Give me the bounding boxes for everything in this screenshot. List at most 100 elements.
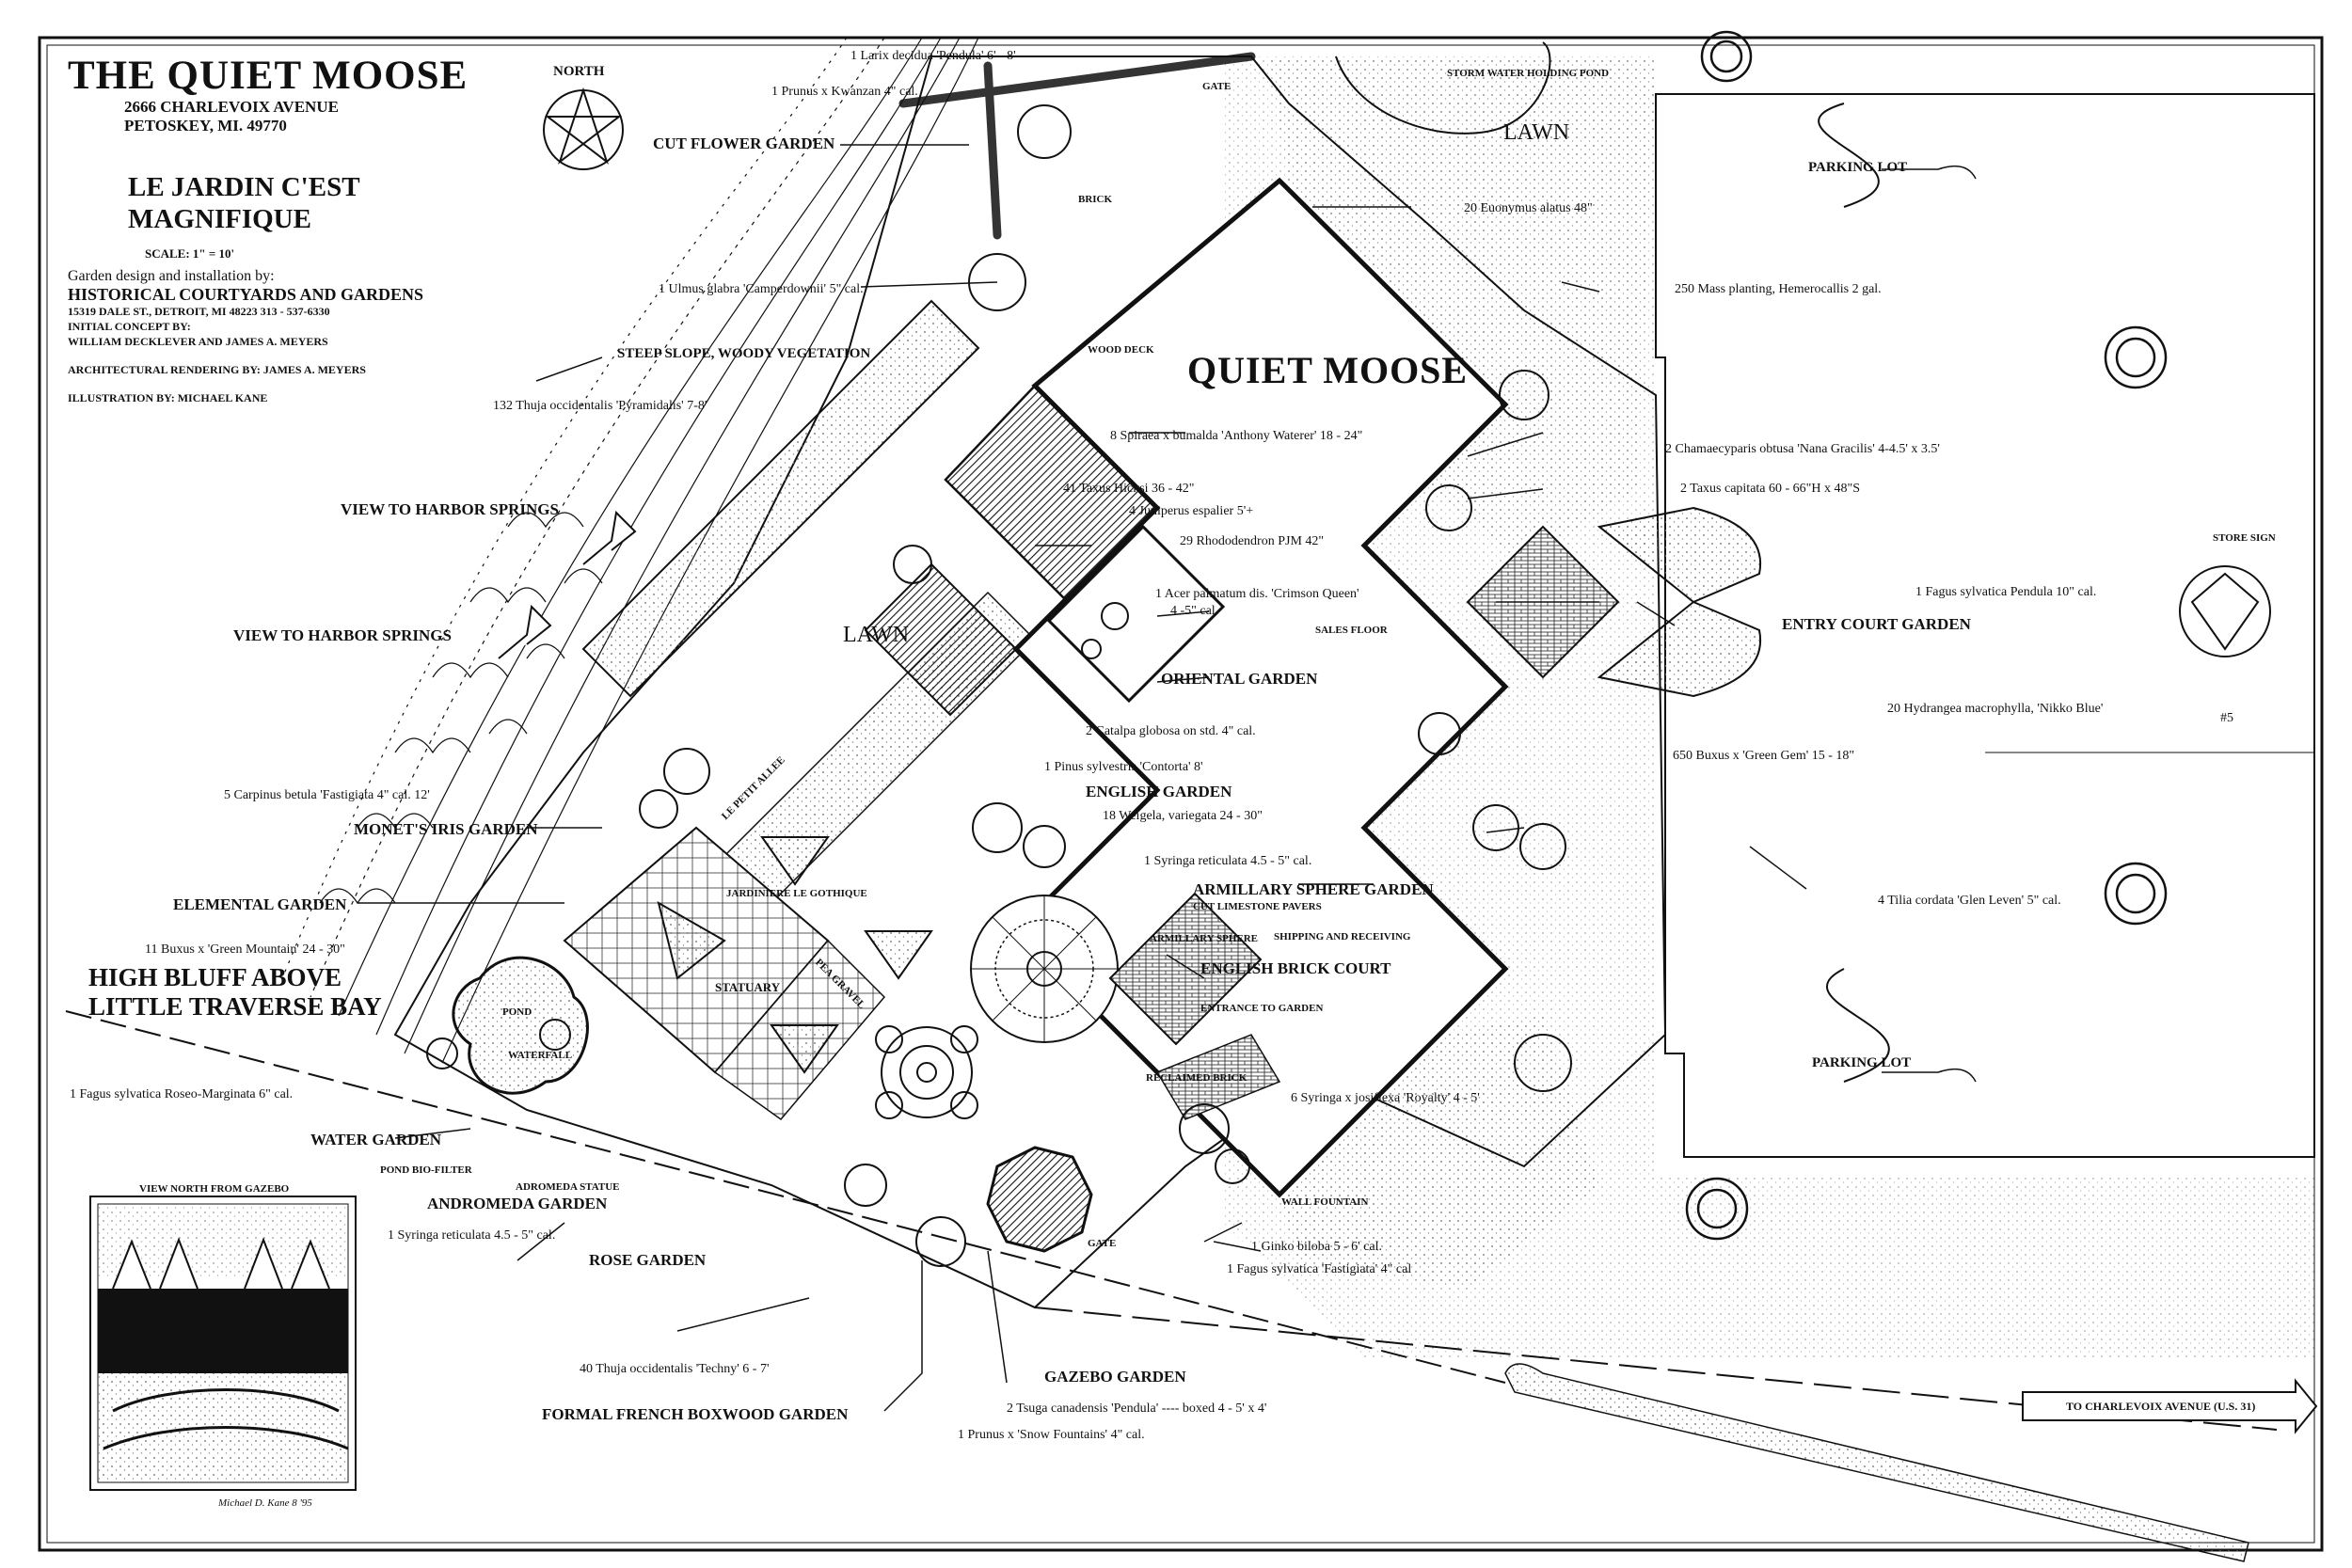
leader-lines [358, 144, 1977, 1412]
label-wall-fountain: WALL FOUNTAIN [1281, 1196, 1369, 1208]
label-elemental-garden: ELEMENTAL GARDEN [173, 895, 347, 913]
label-shipping: SHIPPING AND RECEIVING [1274, 931, 1411, 942]
slope-contours [281, 37, 979, 1064]
building-name: QUIET MOOSE [1187, 349, 1469, 391]
label-gate-bottom: GATE [1088, 1238, 1117, 1249]
label-sales-floor: SALES FLOOR [1315, 625, 1388, 636]
plant-prunus-kwanzan: 1 Prunus x Kwanzan 4" cal. [771, 85, 918, 99]
plant-sign-number: #5 [2220, 711, 2233, 725]
title-block: THE QUIET MOOSE 2666 CHARLEVOIX AVENUE P… [68, 55, 557, 405]
bluff-line [65, 1010, 1506, 1384]
label-brick: BRICK [1078, 194, 1113, 205]
firm-name: HISTORICAL COURTYARDS AND GARDENS [68, 285, 423, 304]
label-entrance: ENTRANCE TO GARDEN [1200, 1003, 1324, 1014]
road-hedge [1504, 1363, 2249, 1562]
gazebo [986, 1146, 1093, 1253]
plant-fagus-fastigiata: 1 Fagus sylvatica 'Fastigiata' 4" cal [1227, 1262, 1412, 1276]
plant-taxus-hicksi: 41 Taxus Hicksi 36 - 42" [1063, 482, 1195, 496]
plant-taxus-capitata: 2 Taxus capitata 60 - 66"H x 48"S [1680, 482, 1860, 496]
label-english-brick-court: ENGLISH BRICK COURT [1200, 959, 1391, 977]
pond [452, 956, 589, 1095]
label-lawn-mid: LAWN [843, 623, 910, 647]
concept-label: INITIAL CONCEPT BY: [68, 320, 191, 333]
rendering-credit: ARCHITECTURAL RENDERING BY: JAMES A. MEY… [68, 363, 366, 376]
concept-names: WILLIAM DECKLEVER AND JAMES A. MEYERS [68, 335, 328, 348]
plant-tilia: 4 Tilia cordata 'Glen Leven' 5" cal. [1878, 894, 2061, 908]
plant-euonymus: 20 Euonymus alatus 48" [1464, 201, 1593, 215]
wood-deck [944, 384, 1159, 604]
bluff-label: HIGH BLUFF ABOVE LITTLE TRAVERSE BAY [88, 963, 382, 1021]
plant-chamaecyparis: 2 Chamaecyparis obtusa 'Nana Gracilis' 4… [1665, 442, 1940, 456]
oriental-garden-bed [1046, 524, 1226, 704]
plant-rhododendron: 29 Rhododendron PJM 42" [1180, 534, 1325, 548]
label-rose-garden: ROSE GARDEN [589, 1251, 707, 1269]
plant-larix: 1 Larix decidua 'Pendula' 6' - 8' [850, 49, 1016, 63]
label-formal-french-boxwood-garden: FORMAL FRENCH BOXWOOD GARDEN [542, 1405, 849, 1423]
label-storm-pond: STORM WATER HOLDING POND [1447, 68, 1610, 79]
label-parking-lot-2: PARKING LOT [1812, 1055, 1912, 1070]
label-gate-top: GATE [1202, 81, 1232, 92]
parking-lot [1655, 93, 2315, 1158]
store-sign [2179, 565, 2271, 657]
label-andromeda-statue: ADROMEDA STATUE [516, 1181, 620, 1193]
plant-carpinus: 5 Carpinus betula 'Fastigiata 4" cal. 12… [224, 788, 430, 802]
vignette-signature: Michael D. Kane 8 '95 [218, 1497, 312, 1509]
title-subtitle: LE JARDIN C'EST MAGNIFIQUE [128, 172, 360, 234]
plant-pinus: 1 Pinus sylvestris 'Contorta' 8' [1044, 760, 1203, 774]
plant-juniperus: 4 Juniperus espalier 5'+ [1129, 504, 1254, 518]
title-scale: SCALE: 1" = 10' [145, 246, 235, 261]
plant-ginko: 1 Ginko biloba 5 - 6' cal. [1251, 1240, 1382, 1254]
plant-acer-cal: 4 -5" cal. [1170, 604, 1219, 618]
design-by: Garden design and installation by: [68, 268, 275, 284]
plant-prunus-snow: 1 Prunus x 'Snow Fountains' 4" cal. [958, 1428, 1145, 1442]
label-entry-court-garden: ENTRY COURT GARDEN [1782, 615, 1971, 633]
plant-acer: 1 Acer palmatum dis. 'Crimson Queen' [1155, 587, 1359, 601]
plant-thuja-techny: 40 Thuja occidentalis 'Techny' 6 - 7' [580, 1362, 770, 1376]
label-andromeda-garden: ANDROMEDA GARDEN [427, 1195, 608, 1212]
label-view-harbor-1: VIEW TO HARBOR SPRINGS [341, 500, 559, 518]
bluff-vegetation [319, 512, 603, 905]
title-address-1: 2666 CHARLEVOIX AVENUE [124, 98, 339, 116]
label-armillary-sphere: ARMILLARY SPHERE [1150, 933, 1259, 944]
north-label: NORTH [553, 64, 605, 79]
title-address-2: PETOSKEY, MI. 49770 [124, 117, 287, 135]
parking-trees [1685, 30, 2168, 1241]
label-lawn-top: LAWN [1503, 120, 1570, 145]
plant-catalpa: 2 Catalpa globosa on std. 4" cal. [1086, 724, 1256, 738]
label-jardiniere: JARDINIERE LE GOTHIQUE [726, 888, 867, 899]
illustration-credit: ILLUSTRATION BY: MICHAEL KANE [68, 391, 268, 404]
boxwood-parterre [875, 1025, 978, 1119]
storm-pond [1335, 41, 1551, 135]
label-water-garden: WATER GARDEN [310, 1131, 442, 1148]
plant-syringa-royalty: 6 Syringa x josiflexa 'Royalty' 4 - 5' [1291, 1091, 1480, 1105]
label-view-harbor-2: VIEW TO HARBOR SPRINGS [233, 626, 452, 644]
plant-buxus-gem: 650 Buxus x 'Green Gem' 15 - 18" [1673, 749, 1855, 763]
plant-syringa-reticulata-1: 1 Syringa reticulata 4.5 - 5" cal. [1144, 854, 1312, 868]
english-brick-court [1108, 892, 1263, 1046]
label-cut-flower-garden: CUT FLOWER GARDEN [653, 135, 835, 152]
label-steep-slope: STEEP SLOPE, WOODY VEGETATION [617, 346, 871, 361]
plant-fagus-pendula: 1 Fagus sylvatica Pendula 10" cal. [1915, 585, 2097, 599]
plant-buxus-mountain: 11 Buxus x 'Green Mountain' 24 - 30" [145, 942, 345, 957]
plant-thuja-pyramidalis: 132 Thuja occidentalis 'Pyramidalis' 7-8… [493, 399, 707, 413]
plant-tsuga: 2 Tsuga canadensis 'Pendula' ---- boxed … [1007, 1402, 1267, 1416]
trees [426, 104, 1572, 1267]
plant-hemerocallis: 250 Mass planting, Hemerocallis 2 gal. [1675, 282, 1882, 296]
label-pond: POND [502, 1006, 532, 1018]
outer-frame [38, 36, 2324, 1552]
label-wood-deck: WOOD DECK [1088, 344, 1154, 356]
label-store-sign: STORE SIGN [2213, 532, 2276, 544]
label-english-garden: ENGLISH GARDEN [1086, 783, 1232, 800]
site-boundary [393, 55, 1667, 1309]
label-reclaimed-brick: RECLAIMED BRICK [1146, 1072, 1248, 1084]
label-cut-limestone: CUT LIMESTONE PAVERS [1193, 901, 1322, 912]
lawn-top-stipple [1270, 56, 1656, 564]
label-oriental-garden: ORIENTAL GARDEN [1161, 670, 1318, 688]
plant-ulmus: 1 Ulmus glabra 'Camperdownii' 5" cal. [659, 282, 864, 296]
label-waterfall: WATERFALL [508, 1050, 573, 1061]
label-statuary: STATUARY [715, 980, 781, 994]
plant-spiraea: 8 Spiraea x bumalda 'Anthony Waterer' 18… [1110, 429, 1363, 443]
road-arrow [2022, 1378, 2318, 1434]
label-monets-iris-garden: MONET'S IRIS GARDEN [354, 820, 538, 838]
